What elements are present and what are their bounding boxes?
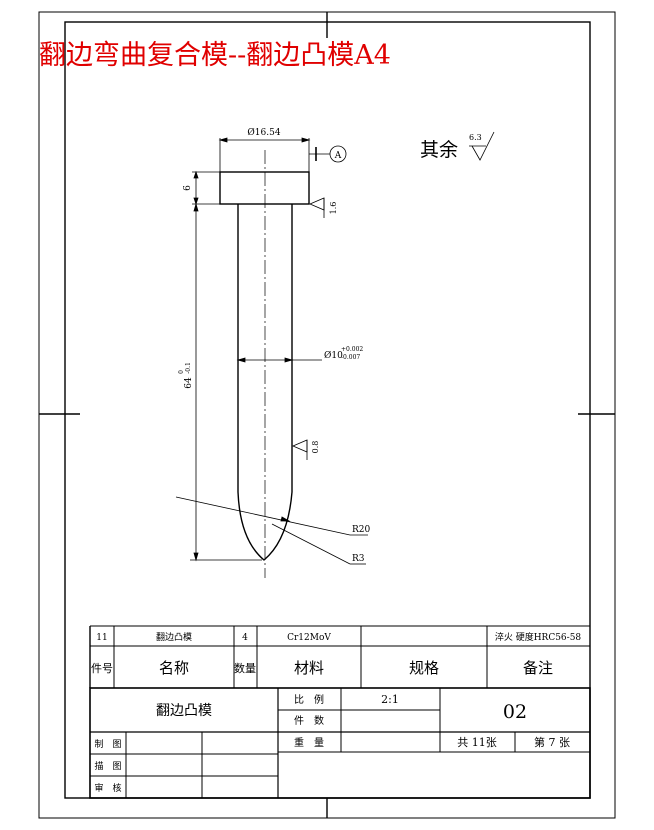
dim-shank-length-label: 64 xyxy=(184,377,194,389)
check-label: 审 核 xyxy=(94,782,121,794)
dim-shank-diameter xyxy=(236,357,322,363)
header-name: 名称 xyxy=(159,659,189,677)
datum-label: A xyxy=(334,151,342,161)
parts-material: Cr12MoV xyxy=(287,633,331,643)
dim-shank-diameter-tol-upper: +0.002 xyxy=(341,346,363,353)
datum-marker xyxy=(309,145,347,163)
dim-shank-diameter-label: Ø10 xyxy=(324,350,343,361)
scale-label: 比 例 xyxy=(294,693,324,706)
dim-radius-r3 xyxy=(271,523,366,565)
dim-shank-length-tol-upper: 0 xyxy=(178,370,185,374)
dim-shank-length-tol-lower: -0.1 xyxy=(185,362,192,374)
part-name: 翻边凸模 xyxy=(156,703,212,719)
dim-head-height-label: 6 xyxy=(183,185,193,191)
dim-radius-r20-label: R20 xyxy=(352,525,371,535)
drawing-title: 翻边弯曲复合模--翻边凸模A4 xyxy=(39,40,391,71)
roughness-rest-value: 6.3 xyxy=(469,133,482,142)
parts-remark: 淬火 硬度HRC56-58 xyxy=(495,631,582,643)
parts-name: 翻边凸模 xyxy=(156,632,192,643)
dim-head-height xyxy=(192,170,220,206)
dim-head-diameter xyxy=(218,137,311,172)
drawing-number: 02 xyxy=(503,701,527,723)
title-block xyxy=(89,625,591,799)
sheet-border xyxy=(38,11,616,819)
header-no: 件号 xyxy=(91,662,113,675)
trace-label: 描 图 xyxy=(94,760,121,772)
dim-head-diameter-label: Ø16.54 xyxy=(247,127,280,138)
roughness-shank-symbol xyxy=(291,439,308,460)
count-label: 件 数 xyxy=(294,714,324,727)
roughness-head-value: 1.6 xyxy=(329,202,338,215)
punch-head xyxy=(219,171,310,205)
dim-radius-r3-label: R3 xyxy=(352,554,365,564)
roughness-rest-label: 其余 xyxy=(420,139,458,161)
roughness-rest-symbol xyxy=(469,131,495,161)
draw-label: 制 图 xyxy=(94,738,121,750)
header-qty: 数量 xyxy=(234,662,256,675)
roughness-shank-value: 0.8 xyxy=(311,441,320,454)
header-material: 材料 xyxy=(294,659,324,677)
dim-shank-length xyxy=(190,202,262,562)
header-remark: 备注 xyxy=(523,659,553,677)
sheet-number: 第 7 张 xyxy=(534,735,570,749)
inner-frame xyxy=(64,21,591,799)
parts-no: 11 xyxy=(96,633,107,643)
sheets-total: 共 11张 xyxy=(457,736,497,749)
header-spec: 规格 xyxy=(409,659,439,677)
scale-value: 2:1 xyxy=(381,693,399,706)
punch-outline xyxy=(219,171,310,561)
punch-tip xyxy=(237,491,293,561)
dim-shank-diameter-tol-lower: -0.007 xyxy=(341,354,360,361)
weight-label: 重 量 xyxy=(294,736,324,749)
parts-qty: 4 xyxy=(242,633,248,643)
roughness-head-symbol xyxy=(308,197,325,218)
dim-radius-r20 xyxy=(175,496,368,536)
